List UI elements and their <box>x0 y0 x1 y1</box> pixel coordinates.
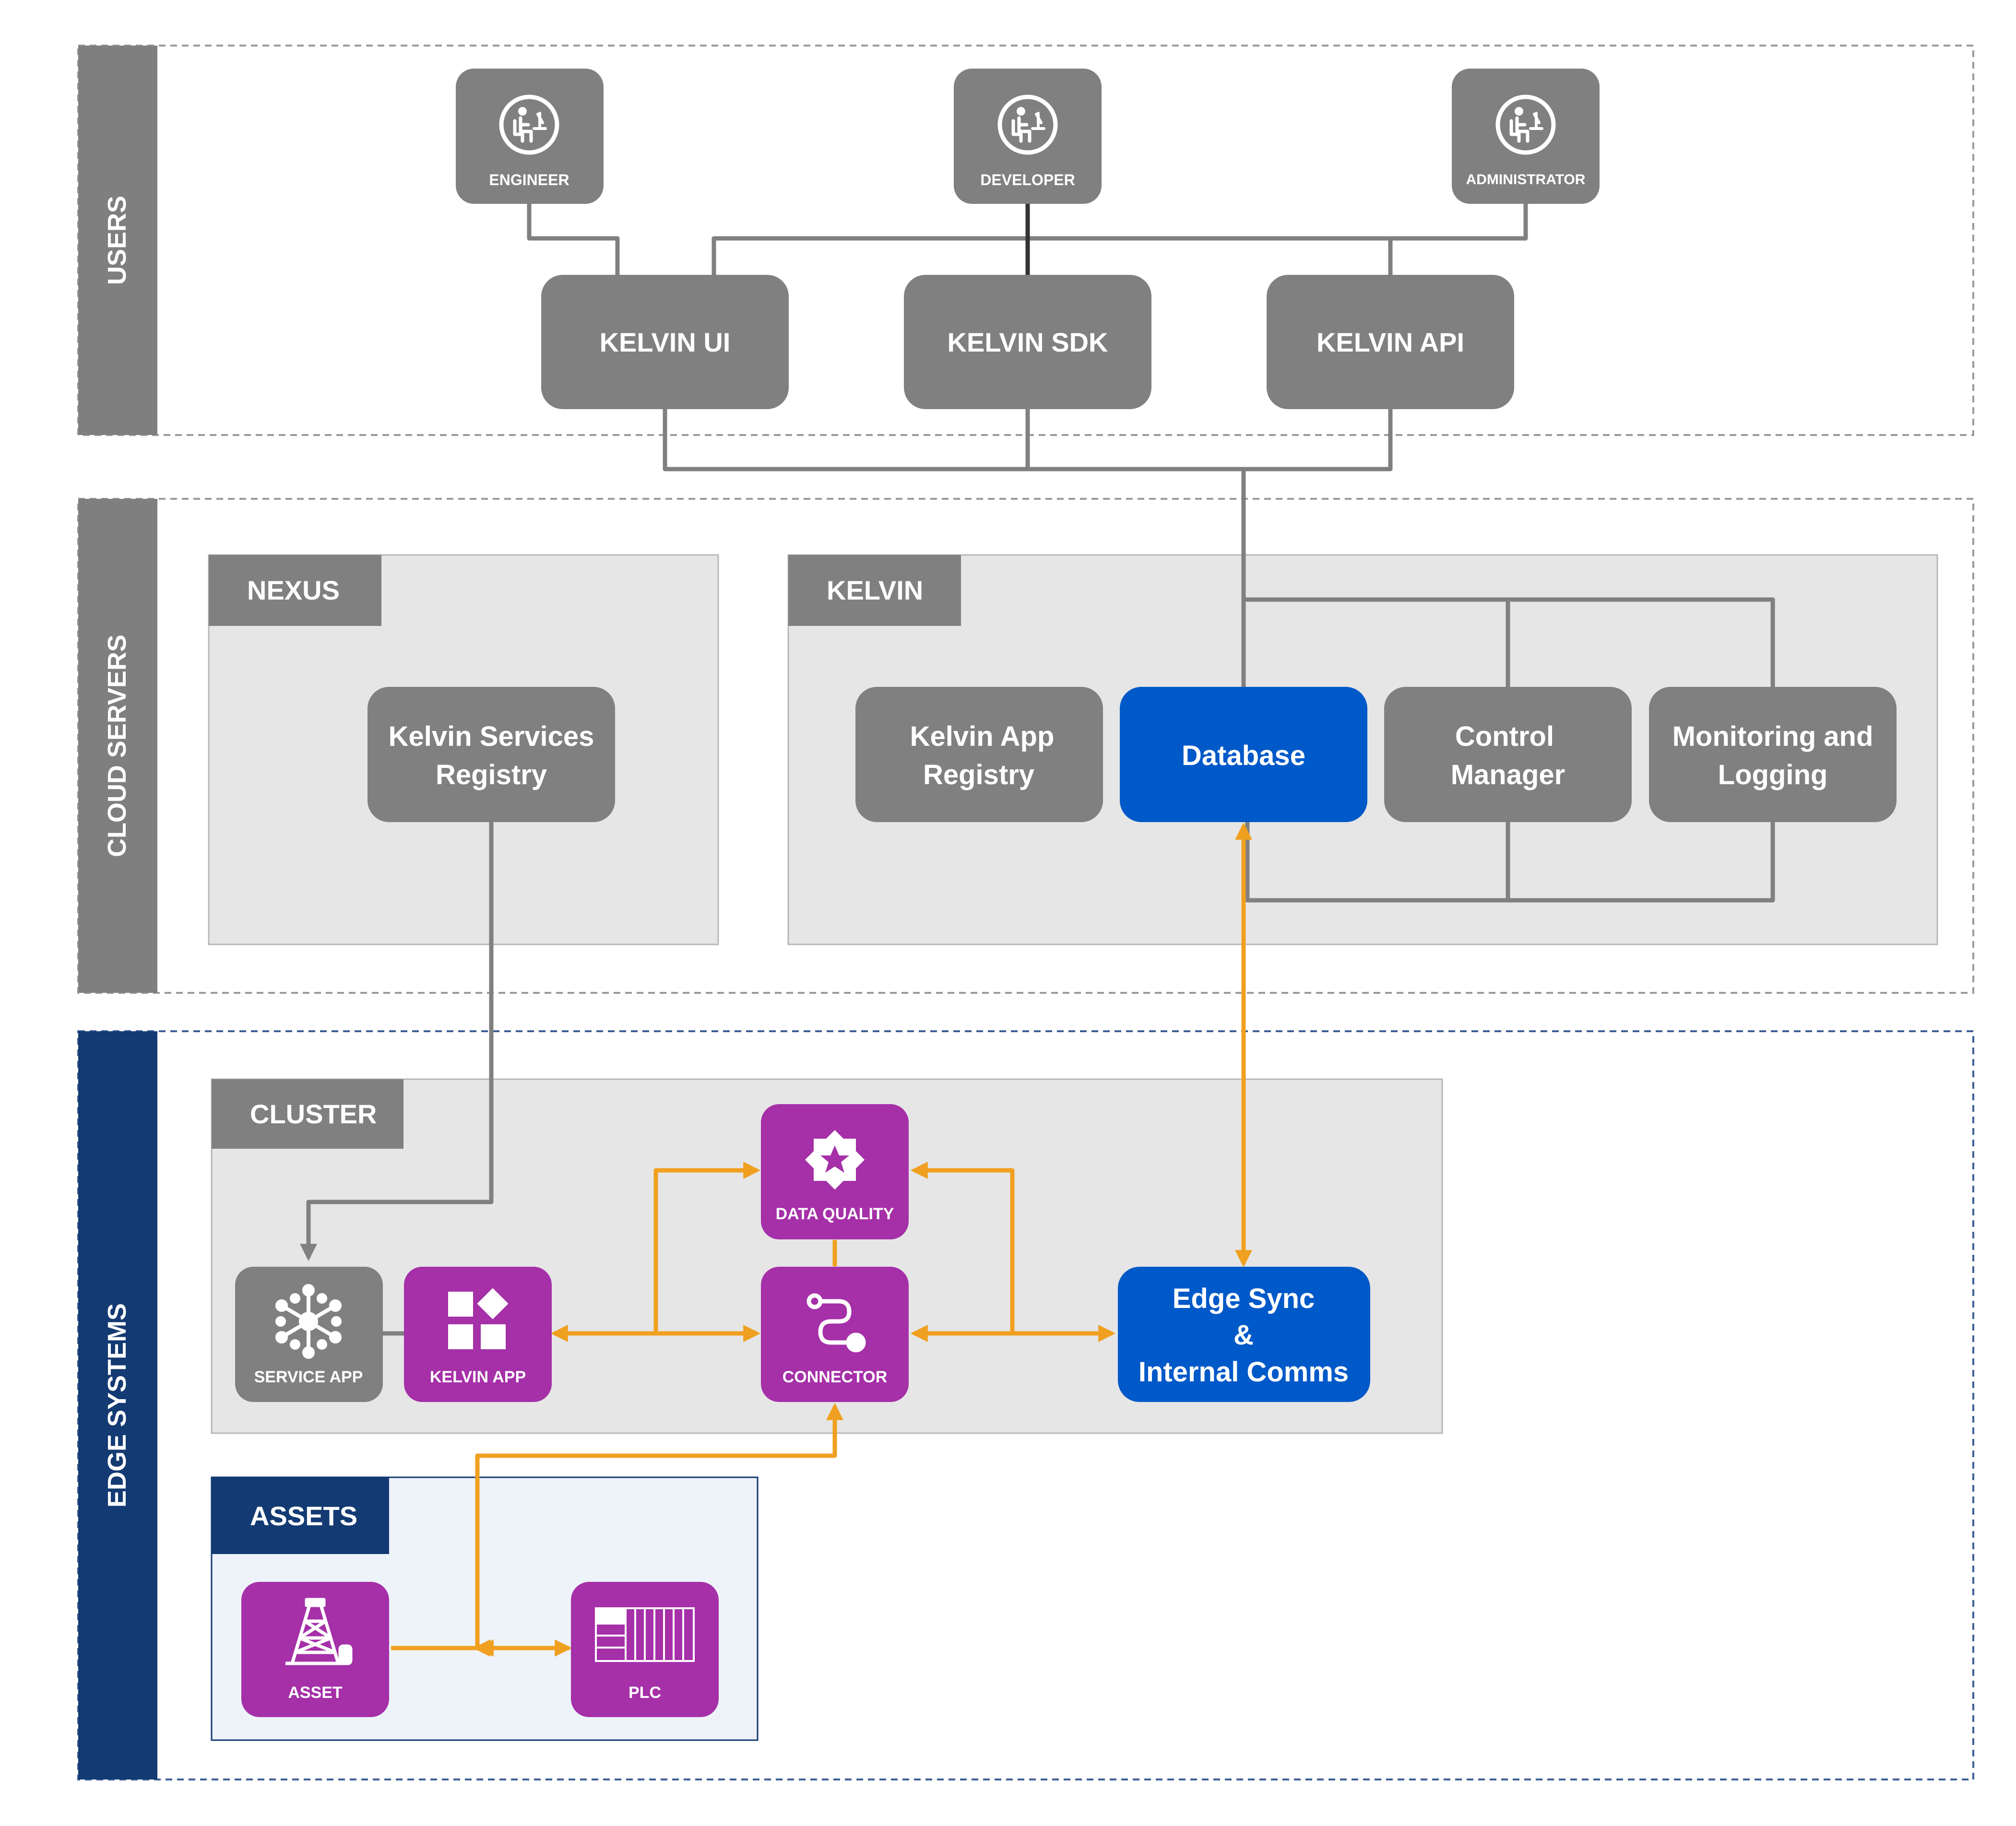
lane-users-label: USERS <box>103 196 131 285</box>
registry-line-1: Kelvin Services <box>389 721 594 752</box>
nexus-title: NEXUS <box>247 575 340 605</box>
kelvin-services-registry-box[interactable]: Kelvin Services Registry <box>368 687 615 822</box>
gray-connectors <box>300 204 1775 1336</box>
kelvin-ui-label: KELVIN UI <box>600 327 731 357</box>
administrator-label: ADMINISTRATOR <box>1466 172 1586 188</box>
connector-label: CONNECTOR <box>783 1368 888 1386</box>
plc-label: PLC <box>629 1684 661 1702</box>
developer-label: DEVELOPER <box>980 171 1075 188</box>
database-label: Database <box>1182 740 1305 771</box>
kelvin-sdk-label: KELVIN SDK <box>948 327 1108 357</box>
lane-cloud-servers: CLOUD SERVERS <box>77 498 1974 994</box>
control-manager-line-2: Manager <box>1451 759 1565 790</box>
edge-sync-line-2: & <box>1233 1319 1254 1351</box>
asset-label: ASSET <box>288 1684 343 1702</box>
orange-connectors <box>391 822 1252 1657</box>
monitoring-line-2: Logging <box>1718 759 1828 790</box>
lane-cloud-label: CLOUD SERVERS <box>103 635 131 857</box>
blocks-icon <box>448 1288 509 1349</box>
lane-edge-label: EDGE SYSTEMS <box>103 1303 131 1508</box>
kelvin-title: KELVIN <box>827 575 923 605</box>
oil-rig-icon <box>285 1598 353 1665</box>
edge-sync-line-3: Internal Comms <box>1138 1356 1349 1388</box>
edge-sync-box[interactable]: Edge Sync & Internal Comms <box>1118 1267 1370 1402</box>
monitoring-line-1: Monitoring and <box>1672 721 1874 752</box>
user-engineer[interactable]: ENGINEER <box>456 69 604 204</box>
database-box[interactable]: Database <box>1120 687 1367 822</box>
star-badge-icon <box>805 1130 865 1190</box>
engineer-label: ENGINEER <box>489 171 569 188</box>
kelvin-app-registry-box[interactable]: Kelvin App Registry <box>855 687 1103 822</box>
control-manager-line-1: Control <box>1455 721 1554 752</box>
kelvin-app-box[interactable]: KELVIN APP <box>404 1267 552 1402</box>
control-manager-box[interactable]: Control Manager <box>1384 687 1632 822</box>
plc-box[interactable]: PLC <box>571 1582 719 1717</box>
kelvin-sdk-box[interactable]: KELVIN SDK <box>904 275 1151 409</box>
edge-sync-line-1: Edge Sync <box>1173 1283 1315 1314</box>
user-developer[interactable]: DEVELOPER <box>954 69 1102 204</box>
lane-users: USERS <box>77 45 1974 436</box>
kelvin-app-label: KELVIN APP <box>430 1368 526 1386</box>
lane-edge-systems: EDGE SYSTEMS <box>77 1030 1974 1780</box>
data-quality-box[interactable]: DATA QUALITY <box>761 1104 909 1239</box>
snowflake-hub-icon <box>275 1284 342 1359</box>
route-icon <box>806 1293 866 1353</box>
service-app-label: SERVICE APP <box>254 1368 363 1386</box>
monitoring-logging-box[interactable]: Monitoring and Logging <box>1649 687 1897 822</box>
service-app-box[interactable]: SERVICE APP <box>235 1267 383 1402</box>
app-registry-line-1: Kelvin App <box>910 721 1055 752</box>
kelvin-api-label: KELVIN API <box>1316 327 1464 357</box>
cluster-title: CLUSTER <box>250 1099 377 1129</box>
assets-title: ASSETS <box>250 1501 357 1531</box>
asset-box[interactable]: ASSET <box>241 1582 389 1717</box>
data-quality-label: DATA QUALITY <box>776 1205 894 1223</box>
kelvin-ui-box[interactable]: KELVIN UI <box>541 275 789 409</box>
connector-box[interactable]: CONNECTOR <box>761 1267 909 1402</box>
plc-rack-icon <box>595 1607 695 1662</box>
user-administrator[interactable]: ADMINISTRATOR <box>1452 69 1600 204</box>
registry-line-2: Registry <box>436 759 547 790</box>
app-registry-line-2: Registry <box>923 759 1034 790</box>
kelvin-api-box[interactable]: KELVIN API <box>1267 275 1514 409</box>
